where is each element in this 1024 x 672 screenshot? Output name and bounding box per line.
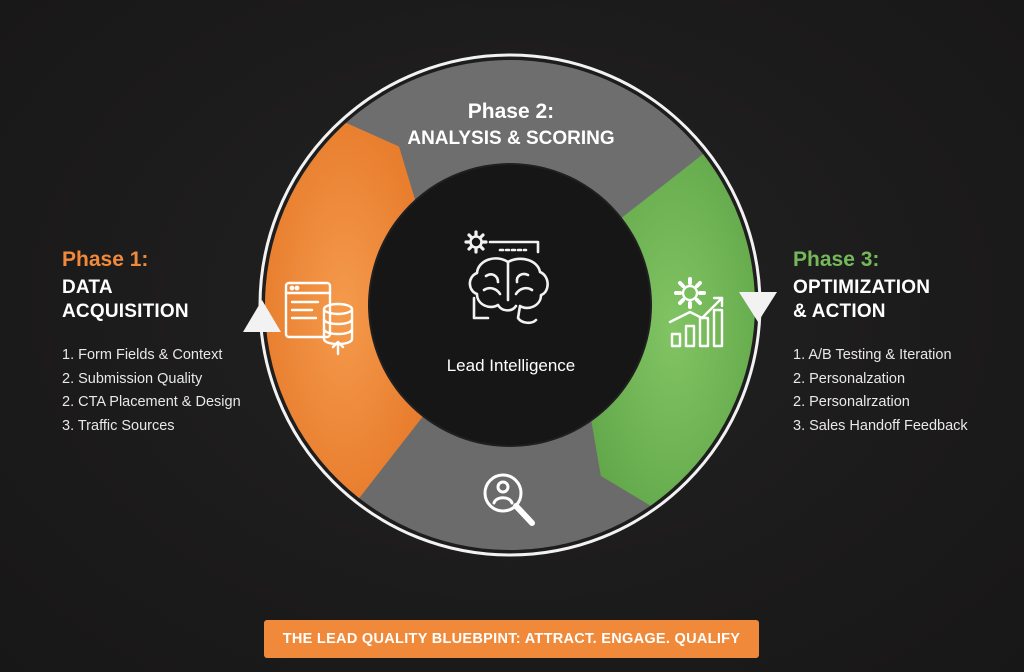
phase1-title-line2: ACQUISITION bbox=[62, 301, 189, 322]
phase1-list: 1. Form Fields & Context 2. Submission Q… bbox=[62, 344, 241, 438]
phase1-number: Phase 1: bbox=[62, 248, 149, 271]
phase3-number: Phase 3: bbox=[793, 248, 880, 271]
blueprint-banner: THE LEAD QUALITY BLUEBPINT: ATTRACT. ENG… bbox=[264, 620, 759, 658]
list-item: 2. Personalrzation bbox=[793, 394, 910, 410]
arrow-left-up bbox=[243, 300, 281, 332]
segment-phase-1 bbox=[264, 122, 423, 499]
phase3-panel: Phase 3: OPTIMIZATION & ACTION 1. A/B Te… bbox=[793, 248, 968, 438]
form-database-icon bbox=[284, 281, 354, 356]
phase3-title-line1: OPTIMIZATION bbox=[793, 277, 931, 298]
arrow-right-down bbox=[739, 292, 777, 322]
phase1-title-line1: DATA bbox=[62, 277, 113, 298]
list-item: 1. A/B Testing & Iteration bbox=[793, 347, 952, 363]
list-item: 3. Traffic Sources bbox=[62, 417, 175, 434]
segment-bottom bbox=[322, 396, 674, 550]
center-disc bbox=[370, 165, 650, 445]
list-item: 2. Personalzation bbox=[793, 370, 906, 387]
phase3-list: 1. A/B Testing & Iteration 2. Personalza… bbox=[793, 344, 968, 438]
list-item: 2. CTA Placement & Design bbox=[62, 394, 241, 410]
phase3-title-line2: & ACTION bbox=[793, 301, 886, 322]
brain-gears-icon bbox=[464, 230, 549, 325]
phase1-panel: Phase 1: DATA ACQUISITION 1. Form Fields… bbox=[62, 248, 241, 438]
phase2-title: ANALYSIS & SCORING bbox=[407, 128, 614, 149]
segment-phase-3 bbox=[591, 154, 755, 506]
center-label: Lead Intelligence bbox=[447, 356, 576, 375]
list-item: 2. Submission Quality bbox=[62, 370, 203, 387]
list-item: 3. Sales Handoff Feedback bbox=[793, 417, 968, 434]
phase2-number: Phase 2: bbox=[468, 100, 554, 123]
list-item: 1. Form Fields & Context bbox=[62, 347, 223, 363]
gear-growth-chart-icon bbox=[668, 277, 724, 348]
segment-phase-2 bbox=[316, 60, 723, 234]
magnifier-person-icon bbox=[483, 473, 535, 526]
